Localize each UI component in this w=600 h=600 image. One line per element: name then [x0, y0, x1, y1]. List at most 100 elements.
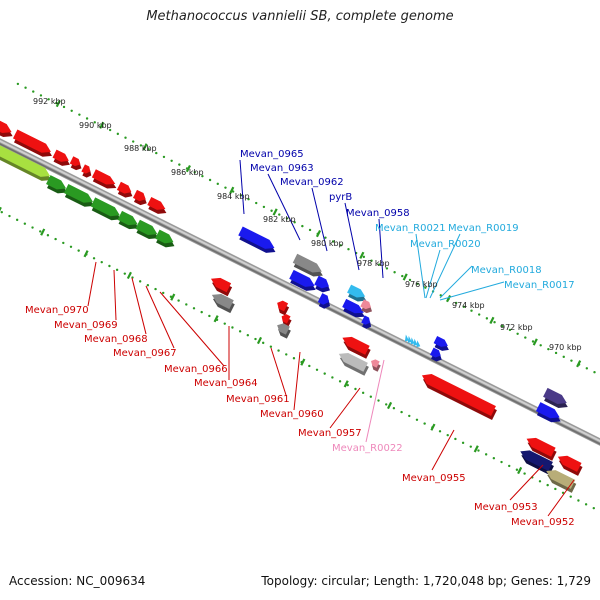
trna-mark [407, 335, 412, 343]
feature-body [0, 120, 12, 134]
tick-dot [231, 326, 234, 329]
tick-dot [423, 422, 426, 425]
tick-dot [39, 230, 42, 233]
tick-dot [461, 441, 465, 445]
tick-dot [524, 336, 527, 339]
scale-label: 992 kbp [33, 97, 66, 106]
leader-line [145, 285, 175, 349]
major-tick [315, 230, 322, 238]
major-tick [387, 401, 393, 410]
tick-dot [508, 328, 512, 332]
lower-major-ticks [0, 206, 523, 475]
lower-feature-10 [520, 450, 554, 475]
leader-line [329, 387, 361, 429]
major-tick [213, 315, 219, 323]
tick-dot [493, 321, 496, 324]
upper-feature-8 [361, 315, 372, 329]
tick-dot [77, 249, 80, 252]
trna-mark [416, 340, 421, 348]
scale-label: 972 kbp [500, 323, 533, 332]
major-tick [40, 228, 46, 236]
major-tick [576, 360, 582, 368]
tick-dot [262, 205, 266, 209]
upper-feature-0 [238, 226, 276, 253]
tick-dot [170, 159, 173, 162]
tick-dot [331, 240, 335, 243]
upper-feature-3 [314, 275, 330, 293]
tick-dot [477, 449, 480, 452]
feature-body [46, 175, 67, 190]
feature-body [314, 275, 329, 289]
feature-body [421, 373, 496, 417]
gene-label: Mevan_0970 [25, 305, 89, 316]
upper-feature-7 [360, 299, 373, 314]
tick-dot [116, 132, 120, 136]
tick-dot [47, 98, 50, 101]
tick-dot [208, 314, 211, 318]
tick-dot [554, 351, 558, 355]
feature-body [535, 402, 560, 419]
upper-feature-5 [342, 298, 365, 318]
tick-dot [270, 209, 273, 212]
left-red-feature-5 [91, 169, 117, 189]
tick-dot [146, 284, 150, 287]
tick-dot [462, 305, 466, 309]
tick-dot [577, 499, 580, 502]
lower-feature-12 [557, 455, 583, 476]
tick-dot [484, 453, 488, 456]
tick-dot [308, 228, 312, 232]
major-tick [229, 186, 235, 194]
major-tick [256, 336, 263, 345]
leader-line [439, 265, 473, 299]
tick-dot [378, 263, 381, 266]
tick-dot [139, 144, 143, 147]
tick-dot [69, 245, 73, 248]
major-tick [170, 293, 176, 301]
trna-mark [410, 337, 415, 345]
major-tick [402, 273, 408, 281]
gene-label: Mevan_0968 [84, 334, 148, 345]
tick-dot [124, 136, 127, 139]
scale-label: 970 kbp [549, 343, 582, 352]
lower-feature-8 [421, 373, 497, 421]
upper-feature-12 [535, 402, 561, 423]
tick-dot [177, 299, 180, 302]
feature-body [277, 323, 290, 335]
upper-feature-10 [430, 347, 442, 362]
tick-dot [62, 105, 66, 109]
feature-body [557, 455, 582, 472]
gene-label: Mevan_R0018 [471, 265, 542, 276]
feature-layer [0, 120, 583, 493]
left-red-feature-4 [81, 164, 92, 178]
gene-label: Mevan_0957 [298, 428, 362, 439]
tick-dot [424, 286, 427, 289]
gene-label: Mevan_0960 [260, 409, 324, 420]
gene-label: Mevan_R0021 [375, 223, 446, 234]
leader-line [547, 479, 575, 517]
feature-body [289, 269, 315, 287]
tick-dot [446, 433, 449, 437]
tick-dot [331, 376, 334, 379]
feature-body [210, 277, 232, 293]
feature-body [347, 284, 366, 298]
major-tick [83, 250, 89, 258]
upper-feature-4 [317, 293, 330, 309]
tick-dot [162, 291, 165, 295]
tick-dot [439, 294, 442, 297]
gene-label: Mevan_0964 [194, 378, 258, 389]
lower-feature-1 [211, 293, 235, 314]
tick-dot [408, 414, 411, 418]
feature-body [292, 253, 322, 273]
tick-dot [238, 330, 242, 333]
tick-dot [285, 353, 288, 356]
tick-dot [415, 418, 419, 421]
lower-feature-2 [277, 300, 290, 316]
scale-label: 980 kbp [311, 239, 344, 248]
tick-dot [93, 121, 96, 124]
tick-dot [278, 213, 281, 216]
feature-body [52, 149, 69, 162]
tick-dot [108, 264, 111, 268]
gene-label: Mevan_R0017 [504, 280, 575, 291]
tick-dot [16, 82, 20, 86]
